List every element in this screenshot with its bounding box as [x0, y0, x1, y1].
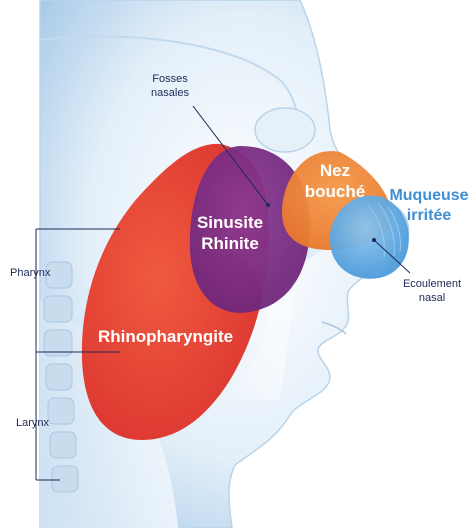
fosses-nasales-dot: [266, 203, 270, 207]
nez-bouche-label: Nez bouché: [300, 160, 370, 202]
spine: [43, 261, 79, 493]
ecoulement-nasal-label: Ecoulement nasal: [392, 277, 472, 305]
nez-bouche-line1: Nez: [319, 161, 351, 180]
sinusite-rhinite-label: Sinusite Rhinite: [190, 212, 270, 254]
larynx-label: Larynx: [16, 417, 50, 429]
mucosa-texture: [367, 202, 401, 259]
fosses-nasales-pointer: [192, 105, 269, 206]
rhinopharyngite-label: Rhinopharyngite: [98, 327, 234, 346]
muqueuse-irritee-line1: Muqueuse: [389, 187, 469, 204]
ecoulement-nasal-line2: nasal: [418, 292, 446, 304]
fosses-nasales-line1: Fosses: [152, 73, 188, 85]
nez-bouche-line2: bouché: [304, 182, 366, 201]
fosses-nasales-label: Fosses nasales: [140, 72, 200, 100]
muqueuse-irritee-label: Muqueuse irritée: [384, 186, 474, 226]
eye-socket: [254, 107, 316, 153]
lips: [321, 321, 347, 335]
pharynx-label: Pharynx: [10, 267, 51, 279]
ecoulement-nasal-line1: Ecoulement: [402, 278, 462, 290]
muqueuse-irritee-line2: irritée: [406, 207, 452, 224]
sinusite-rhinite-line2: Rhinite: [201, 234, 259, 253]
ecoulement-nasal-dot: [372, 238, 376, 242]
pharynx-larynx-bracket: [35, 228, 120, 481]
muqueuse-irritee-region: [329, 195, 409, 279]
fosses-nasales-line2: nasales: [151, 87, 189, 99]
sinusite-rhinite-line1: Sinusite: [196, 213, 264, 232]
sinusite-rhinite-region: [189, 146, 310, 313]
ecoulement-nasal-pointer: [373, 239, 411, 274]
